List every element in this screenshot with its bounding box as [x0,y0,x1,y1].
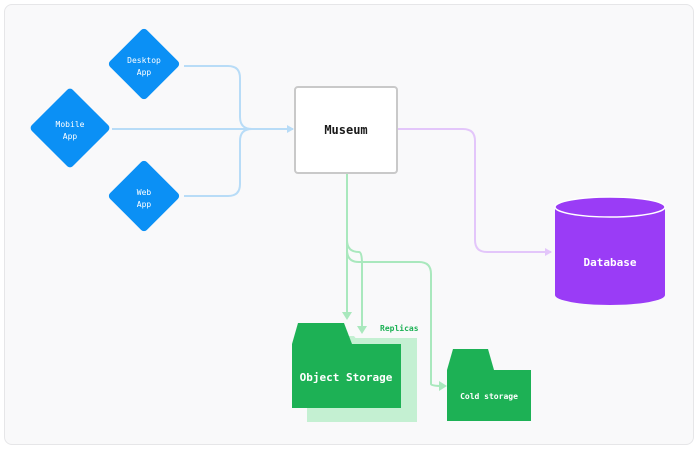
storage-connectors [346,174,444,387]
mobile-app-label-line2: App [63,132,78,141]
database-cylinder-body [555,207,665,305]
museum-label: Museum [324,123,367,137]
database-connector [398,128,552,256]
database-node[interactable]: Database [554,196,666,305]
object-storage-node[interactable]: Object Storage [292,323,417,422]
mobile-app-shape [30,88,110,168]
cold-storage-folder [447,370,531,421]
web-app-shape [108,160,180,232]
replicas-label: Replicas [380,323,419,333]
museum-node[interactable]: Museum [294,86,398,174]
desktop-app-shape [108,28,180,100]
desktop-app-label-line2: App [137,68,152,77]
mobile-app-label-line1: Mobile [56,120,85,129]
desktop-app-label-line1: Desktop [127,56,161,65]
cold-storage-node[interactable]: Cold storage [447,349,531,421]
object-storage-folder [292,344,401,408]
client-connectors [112,65,294,197]
cold-storage-label: Cold storage [460,392,518,401]
web-app-label-line2: App [137,200,152,209]
database-label: Database [584,256,637,269]
museum-box [294,86,398,174]
web-app-label-line1: Web [137,188,152,197]
cold-storage-folder-tab [447,349,494,370]
object-storage-folder-tab [292,323,352,344]
web-app-node[interactable]: Web App [107,159,181,233]
object-storage-label: Object Storage [300,371,393,384]
mobile-app-node[interactable]: Mobile App [29,87,111,169]
storage-arrowheads [342,312,447,391]
database-cylinder-top [554,196,666,218]
desktop-app-node[interactable]: Desktop App [107,27,181,101]
